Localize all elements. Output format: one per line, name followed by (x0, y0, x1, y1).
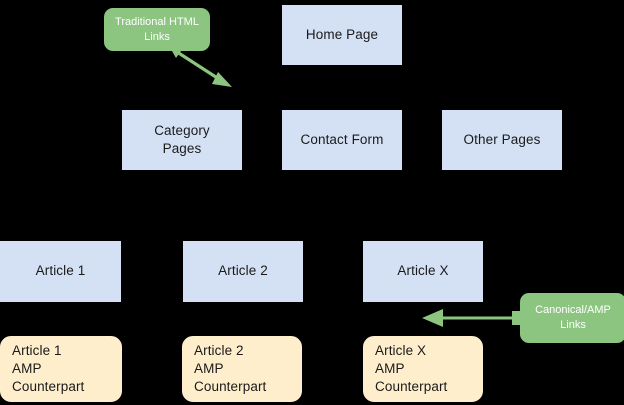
node-article-2-label: Article 2 (218, 263, 268, 279)
node-contact-form[interactable]: Contact Form (282, 110, 402, 170)
node-article-x-label: Article X (397, 263, 449, 279)
node-article-x-amp-label: Article X AMP Counterpart (375, 342, 448, 395)
node-home-page-label: Home Page (305, 26, 379, 42)
callout-canonical-amp-links-label: Canonical/AMP Links (535, 304, 611, 331)
node-article-1-amp[interactable]: Article 1 AMP Counterpart (0, 336, 122, 402)
node-article-1-amp-label: Article 1 AMP Counterpart (12, 342, 85, 395)
node-article-1[interactable]: Article 1 (0, 241, 121, 302)
node-article-1-label: Article 1 (35, 263, 86, 279)
callout-canonical-amp-links[interactable]: Canonical/AMP Links (520, 293, 624, 343)
node-article-2-amp-label: Article 2 AMP Counterpart (194, 342, 267, 395)
node-contact-form-label: Contact Form (300, 131, 384, 147)
arrow-traditional-html-links (173, 48, 223, 83)
node-category-pages[interactable]: Category Pages (122, 110, 242, 170)
node-other-pages-label: Other Pages (463, 131, 541, 147)
node-article-x[interactable]: Article X (363, 241, 483, 302)
callout-traditional-html-links-label: Traditional HTML Links (115, 15, 199, 43)
arrow-head-traditional-html-links (212, 72, 232, 87)
node-article-2[interactable]: Article 2 (183, 241, 303, 302)
callout-traditional-html-links[interactable]: Traditional HTML Links (104, 8, 210, 51)
node-article-2-amp[interactable]: Article 2 AMP Counterpart (182, 336, 302, 402)
arrow-head-canonical-amp-links (422, 309, 443, 327)
node-other-pages[interactable]: Other Pages (442, 110, 562, 170)
node-home-page[interactable]: Home Page (282, 5, 402, 65)
node-category-pages-label: Category Pages (154, 122, 210, 156)
node-article-x-amp[interactable]: Article X AMP Counterpart (363, 336, 483, 402)
